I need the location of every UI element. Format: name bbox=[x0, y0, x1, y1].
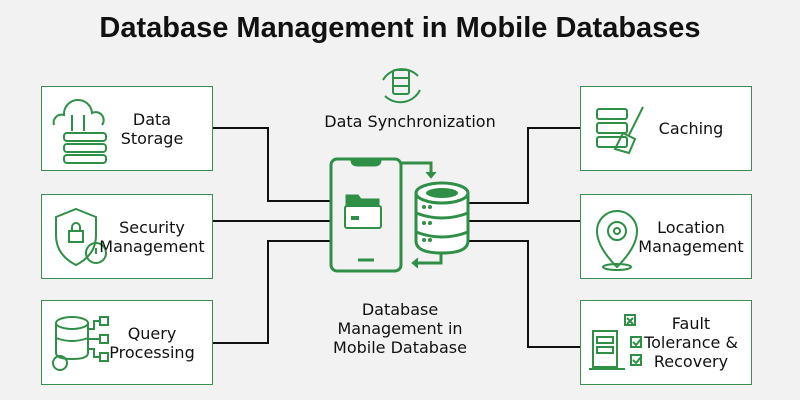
database-icon bbox=[414, 181, 470, 255]
sync-icon bbox=[382, 68, 421, 104]
caching-server-broom-icon bbox=[596, 106, 644, 155]
query-database-icon bbox=[52, 316, 109, 371]
phone-icon bbox=[329, 157, 443, 273]
fault-tolerance-laptop-icon bbox=[589, 314, 642, 370]
center-label-line: Management in bbox=[337, 319, 463, 338]
center-label: Database Management in Mobile Database bbox=[300, 300, 500, 357]
caching-label: Caching bbox=[658, 119, 724, 138]
center-label-line: Mobile Database bbox=[333, 338, 467, 357]
page-title: Database Management in Mobile Databases bbox=[99, 12, 701, 44]
location-gear-icon bbox=[595, 210, 639, 271]
sync-label: Data Synchronization bbox=[324, 112, 496, 131]
center-label-line: Database bbox=[361, 300, 439, 319]
security-shield-icon bbox=[55, 207, 107, 267]
caching-box: Caching bbox=[580, 86, 752, 171]
cloud-storage-icon bbox=[52, 98, 107, 164]
